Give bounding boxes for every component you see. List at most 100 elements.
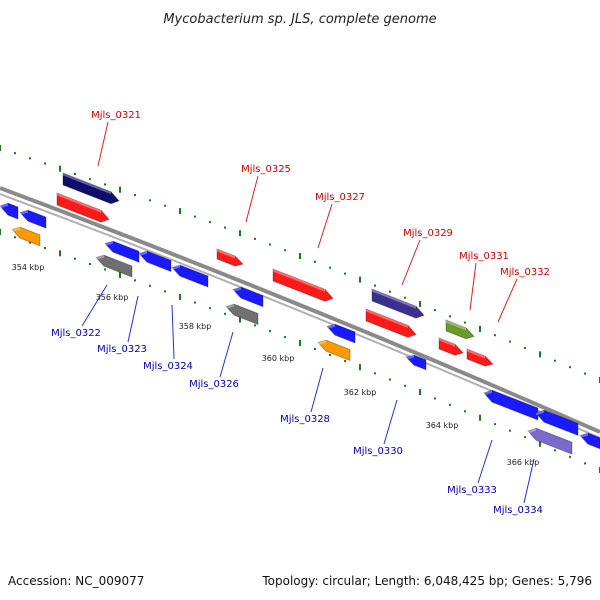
tick-dot-upper (539, 351, 541, 358)
gene-label[interactable]: Mjls_0327 (315, 192, 365, 203)
reverse-gene-unlabeled[interactable] (0, 202, 19, 220)
tick-dot-lower (134, 279, 136, 282)
tick-dot-lower (419, 389, 421, 396)
forward-gene-mjls-0325[interactable] (216, 248, 244, 267)
leader-line (127, 295, 139, 343)
tick-dot-upper (464, 321, 466, 324)
gene-label[interactable]: Mjls_0322 (51, 328, 101, 339)
reverse-gene-unlabeled[interactable] (579, 432, 600, 450)
forward-gene-mjls-0332[interactable] (466, 348, 494, 367)
tick-dot-upper (134, 194, 136, 197)
tick-dot-lower (164, 290, 166, 293)
leader-line (497, 278, 518, 323)
tick-dot-lower (194, 301, 196, 304)
tick-dot-upper (524, 346, 526, 349)
tick-dot-lower (254, 324, 256, 327)
gene-features (0, 172, 600, 455)
gene-label[interactable]: Mjls_0334 (493, 505, 543, 516)
tick-dot-upper (104, 183, 106, 186)
forward-gene-mjls-0331[interactable] (445, 319, 475, 340)
tick-dot-upper (404, 296, 406, 299)
forward-gene-mjls-0321[interactable] (62, 172, 120, 205)
leader-line (171, 304, 175, 360)
leader-line (81, 284, 108, 327)
reverse-gene-unlabeled[interactable] (19, 209, 47, 229)
tick-dot-lower (584, 462, 586, 465)
reverse-gene-mjls-0328[interactable] (317, 339, 351, 362)
reverse-gene-unlabeled[interactable] (11, 226, 41, 247)
reverse-gene-unlabeled[interactable] (232, 286, 264, 308)
leader-line (383, 399, 398, 445)
reverse-gene-mjls-0330[interactable] (405, 354, 427, 371)
accession-text: Accession: NC_009077 (8, 574, 144, 588)
tick-dot-upper (254, 237, 256, 240)
tick-dot-lower (179, 293, 181, 300)
gene-label[interactable]: Mjls_0332 (500, 267, 550, 278)
forward-gene-unlabeled[interactable] (56, 192, 110, 223)
tick-dot-lower (0, 229, 1, 235)
tick-dot-upper (119, 186, 121, 193)
tick-dot-upper (224, 226, 226, 229)
tick-dot-upper (569, 366, 571, 369)
tick-dot-lower (59, 250, 61, 257)
tick-dot-lower (314, 347, 316, 350)
tick-dot-upper (434, 309, 436, 312)
reverse-gene-mjls-0326[interactable] (225, 303, 259, 326)
tick-dot-lower (329, 353, 331, 356)
forward-gene-mjls-0329[interactable] (371, 288, 425, 319)
leader-line (219, 331, 234, 378)
tick-dot-lower (149, 284, 151, 287)
reverse-gene-unlabeled[interactable] (535, 409, 579, 436)
reverse-gene-mjls-0323[interactable] (104, 240, 140, 263)
tick-dot-upper (359, 276, 361, 283)
gene-label[interactable]: Mjls_0333 (447, 485, 497, 496)
tick-dot-upper (584, 372, 586, 375)
gene-label[interactable]: Mjls_0326 (189, 379, 239, 390)
tick-dot-upper (164, 204, 166, 207)
tick-dot-lower (449, 403, 451, 406)
gene-label[interactable]: Mjls_0330 (353, 446, 403, 457)
tick-dot-upper (149, 199, 151, 202)
tick-dot-lower (44, 246, 46, 249)
tick-dot-lower (299, 340, 301, 346)
reverse-gene-mjls-0334[interactable] (527, 427, 573, 455)
tick-dot-lower (494, 423, 496, 426)
backbone-line-upper (0, 186, 600, 434)
tick-dot-upper (14, 152, 16, 155)
tick-dot-upper (299, 253, 301, 259)
tick-dot-lower (344, 360, 346, 363)
forward-gene-unlabeled[interactable] (365, 308, 417, 338)
leader-line (469, 262, 477, 311)
tick-dot-upper (179, 208, 181, 215)
gene-label[interactable]: Mjls_0329 (403, 228, 453, 239)
label-leaders (81, 121, 535, 504)
gene-label[interactable]: Mjls_0325 (241, 164, 291, 175)
reverse-gene-mjls-0322[interactable] (95, 254, 133, 278)
tick-dot-upper (29, 157, 31, 160)
reverse-gene-mjls-0324[interactable] (171, 264, 209, 288)
reverse-gene-unlabeled[interactable] (326, 323, 356, 344)
scale-label: 362 kbp (344, 388, 377, 397)
tick-dot-upper (449, 315, 451, 318)
map-title: Mycobacterium sp. JLS, complete genome (163, 12, 436, 27)
gene-label[interactable]: Mjls_0328 (280, 414, 330, 425)
tick-dot-lower (104, 268, 106, 271)
gene-label[interactable]: Mjls_0321 (91, 110, 141, 121)
tick-dot-upper (209, 221, 211, 224)
tick-dot-upper (284, 249, 286, 252)
reverse-gene-unlabeled[interactable] (138, 250, 172, 273)
tick-dot-lower (74, 257, 76, 260)
leader-line (317, 203, 333, 249)
scale-label: 360 kbp (262, 354, 295, 363)
forward-gene-mjls-0327[interactable] (272, 268, 334, 302)
leader-line (245, 175, 259, 223)
forward-gene-unlabeled[interactable] (438, 337, 464, 356)
gene-label[interactable]: Mjls_0331 (459, 251, 509, 262)
tick-dot-upper (329, 266, 331, 269)
tick-dot-lower (224, 312, 226, 315)
gene-label[interactable]: Mjls_0324 (143, 361, 193, 372)
leader-line (310, 367, 324, 413)
gene-label[interactable]: Mjls_0323 (97, 344, 147, 355)
tick-dot-lower (29, 241, 31, 244)
tick-dot-upper (89, 178, 91, 181)
